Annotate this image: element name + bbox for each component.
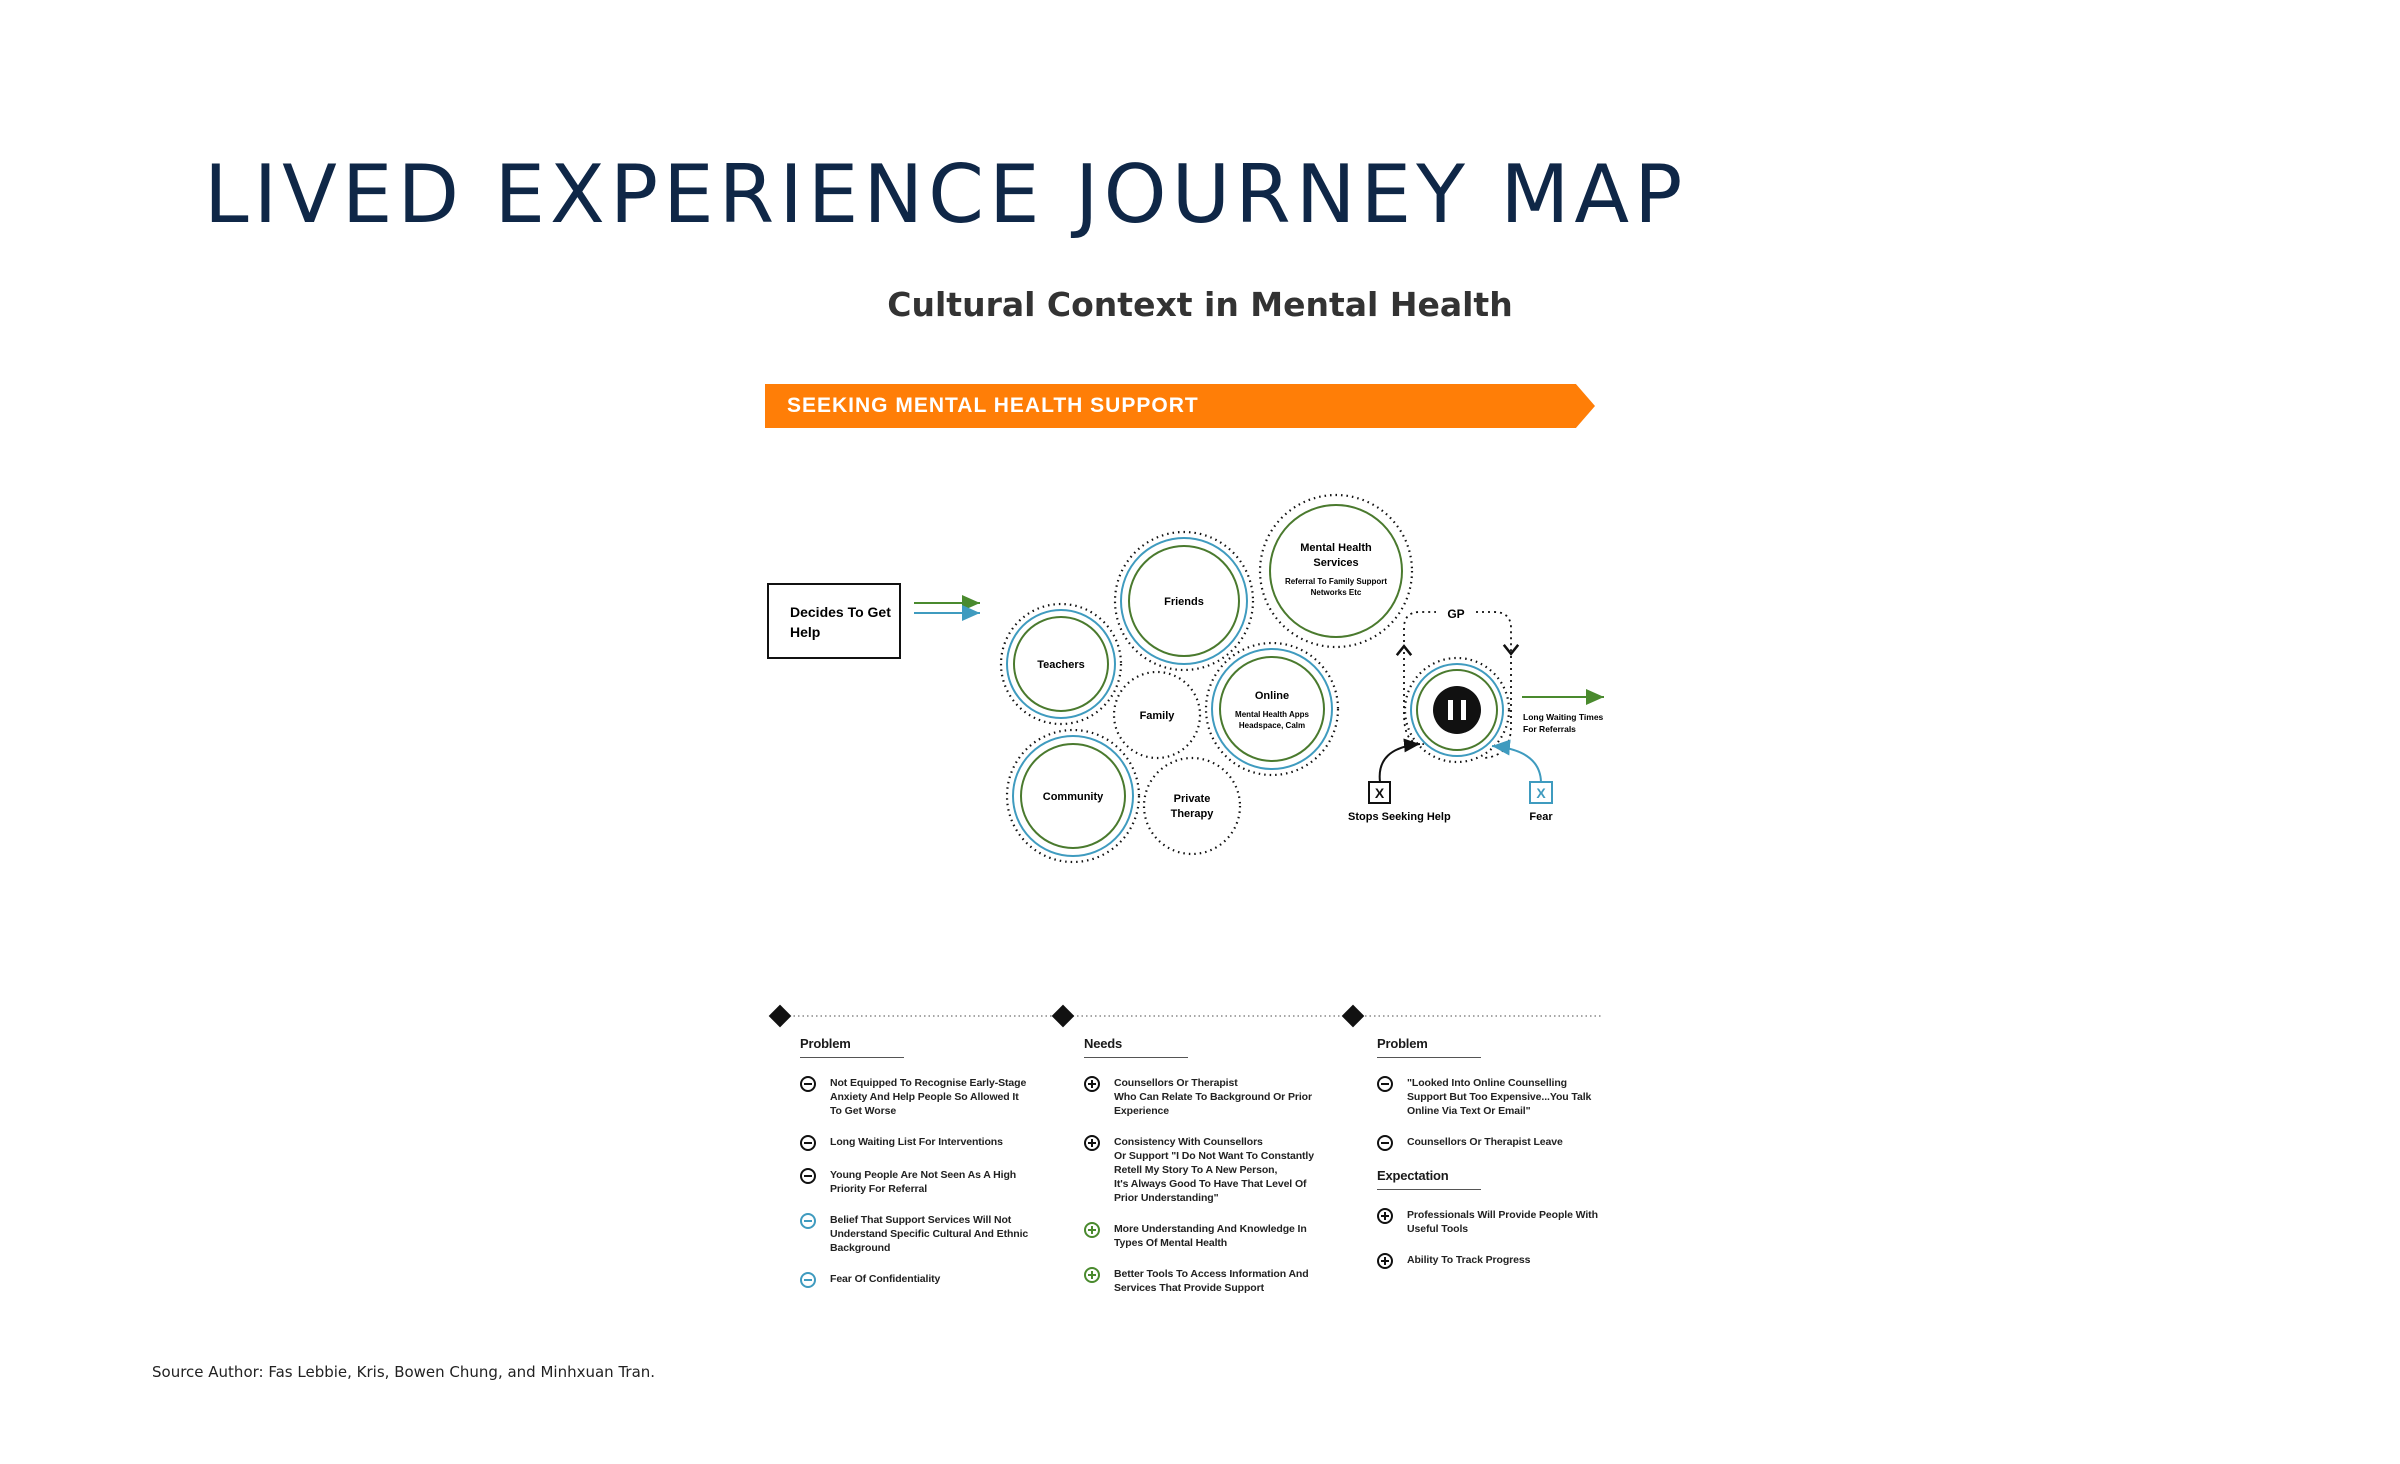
node-online: Online Mental Health Apps Headspace, Cal… <box>1204 641 1340 777</box>
node-community: Community <box>1005 728 1141 864</box>
minus-icon <box>1377 1135 1393 1151</box>
minus-icon <box>800 1168 816 1184</box>
stage-banner: SEEKING MENTAL HEALTH SUPPORT <box>765 384 1595 428</box>
source-credit: Source Author: Fas Lebbie, Kris, Bowen C… <box>152 1363 656 1381</box>
timeline-marker-2 <box>1051 1004 1075 1028</box>
plus-icon <box>1084 1135 1100 1151</box>
diagram-subtitle: Cultural Context in Mental Health <box>887 285 1513 324</box>
node-teachers-label: Teachers <box>1037 659 1085 671</box>
node-gp <box>1403 656 1511 764</box>
node-online-sub-2: Headspace, Calm <box>1239 721 1305 730</box>
list-item: Fear Of Confidentiality <box>800 1272 1060 1288</box>
column-problem: Problem Not Equipped To Recognise Early-… <box>800 1036 1060 1305</box>
node-online-sub-1: Mental Health Apps <box>1235 710 1309 719</box>
stops-label: Stops Seeking Help <box>1348 811 1451 823</box>
waiting-line-1: Long Waiting Times <box>1523 712 1604 722</box>
column-heading: Problem <box>1377 1036 1481 1058</box>
node-friends: Friends <box>1113 530 1255 672</box>
node-mhs-line-2: Services <box>1313 557 1358 569</box>
waiting-line-2: For Referrals <box>1523 724 1576 734</box>
node-mhs-line-1: Mental Health <box>1300 542 1372 554</box>
list-item: Long Waiting List For Interventions <box>800 1135 1060 1151</box>
node-mhs-sub-2: Networks Etc <box>1311 588 1362 597</box>
fear-arrow <box>1491 739 1542 783</box>
start-box-line-1: Decides To Get <box>790 604 891 620</box>
fear-mark: X <box>1536 785 1546 801</box>
page-title: LIVED EXPERIENCE JOURNEY MAP <box>204 148 1688 241</box>
plus-icon <box>1377 1208 1393 1224</box>
gp-label: GP <box>1447 607 1464 621</box>
node-community-label: Community <box>1043 791 1104 803</box>
node-online-label: Online <box>1255 690 1289 702</box>
plus-icon <box>1084 1267 1100 1283</box>
list-item: Ability To Track Progress <box>1377 1253 1637 1269</box>
stops-arrow <box>1378 738 1421 783</box>
node-teachers: Teachers <box>999 602 1123 726</box>
node-family-label: Family <box>1140 710 1176 722</box>
list-item: Counsellors Or Therapist Leave <box>1377 1135 1637 1151</box>
fear-label: Fear <box>1529 811 1553 823</box>
minus-icon <box>800 1213 816 1229</box>
column-heading-expectation: Expectation <box>1377 1168 1481 1190</box>
node-friends-label: Friends <box>1164 596 1204 608</box>
plus-icon <box>1084 1076 1100 1092</box>
column-heading: Problem <box>800 1036 904 1058</box>
fear-box: X <box>1529 781 1553 804</box>
node-private-line-1: Private <box>1174 793 1211 805</box>
minus-icon <box>800 1272 816 1288</box>
node-mhs-sub-1: Referral To Family Support <box>1285 577 1387 586</box>
minus-icon <box>800 1135 816 1151</box>
stops-box: X <box>1368 781 1391 804</box>
node-private-therapy: Private Therapy <box>1142 756 1242 856</box>
column-heading: Needs <box>1084 1036 1188 1058</box>
plus-icon <box>1084 1222 1100 1238</box>
pause-icon <box>1433 686 1481 734</box>
stops-mark: X <box>1375 785 1385 801</box>
plus-icon <box>1377 1253 1393 1269</box>
start-box: Decides To Get Help <box>767 583 901 659</box>
node-mental-health-services: Mental Health Services Referral To Famil… <box>1258 493 1414 649</box>
minus-icon <box>1377 1076 1393 1092</box>
stage-banner-label: SEEKING MENTAL HEALTH SUPPORT <box>787 394 1199 417</box>
start-box-line-2: Help <box>790 624 820 640</box>
timeline-marker-1 <box>768 1004 792 1028</box>
node-private-line-2: Therapy <box>1171 808 1215 820</box>
timeline-marker-3 <box>1341 1004 1365 1028</box>
minus-icon <box>800 1076 816 1092</box>
node-family: Family <box>1112 670 1202 760</box>
